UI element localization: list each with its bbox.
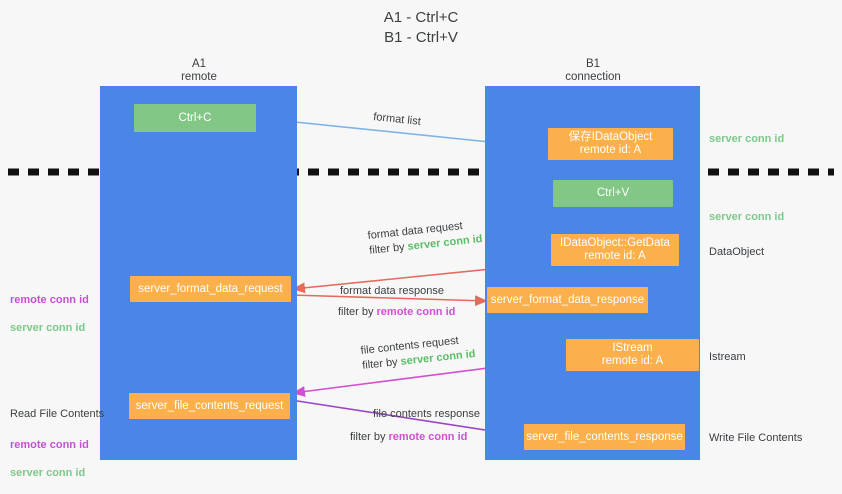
node-server-format-data-response[interactable]: server_format_data_response bbox=[487, 287, 648, 313]
annotation-conn-ids-format: remote conn id server conn id bbox=[10, 279, 89, 349]
edge-label-format-data-response-line1: format data response bbox=[340, 285, 444, 297]
annotation-read-file-contents-heading: Read File Contents bbox=[10, 408, 105, 420]
edge-label-format-list: format list bbox=[372, 110, 422, 130]
node-save-idataobject[interactable]: 保存IDataObject remote id: A bbox=[548, 128, 673, 160]
edge-label-file-contents-response-line2: filter by remote conn id bbox=[350, 431, 468, 443]
edge-label-file-contents-request: file contents request filter by server c… bbox=[360, 332, 476, 374]
lane-header-a1: A1 remote bbox=[181, 58, 217, 83]
edge-label-file-contents-response: file contents response filter by remote … bbox=[350, 407, 481, 445]
edge-label-file-contents-response-line1: file contents response bbox=[373, 408, 481, 420]
annotation-istream: Istream bbox=[709, 351, 746, 363]
edge-label-format-data-response-line2: filter by remote conn id bbox=[338, 306, 456, 318]
node-istream[interactable]: IStream remote id: A bbox=[566, 339, 699, 371]
filter-value-remote-conn-id: remote conn id bbox=[376, 306, 456, 318]
edge-label-format-data-request: format data request filter by server con… bbox=[367, 217, 483, 259]
node-server-file-contents-request[interactable]: server_file_contents_request bbox=[129, 393, 290, 419]
annotation-server-conn-id-top: server conn id bbox=[709, 133, 785, 145]
node-server-file-contents-response[interactable]: server_file_contents_response bbox=[524, 424, 685, 450]
node-ctrl-v[interactable]: Ctrl+V bbox=[553, 180, 673, 207]
annotation-read-file-contents: Read File Contents remote conn id server… bbox=[10, 393, 104, 494]
edge-label-format-data-response: format data response filter by remote co… bbox=[338, 284, 456, 320]
annotation-server-conn-id-2: server conn id bbox=[10, 467, 86, 479]
arrow-format-data-response bbox=[290, 294, 488, 307]
annotation-write-file-contents: Write File Contents bbox=[709, 432, 803, 444]
lane-header-b1: B1 connection bbox=[565, 58, 621, 83]
annotation-remote-conn-id-1: remote conn id bbox=[10, 294, 89, 306]
annotation-server-conn-id-second: server conn id bbox=[709, 211, 785, 223]
node-ctrl-c[interactable]: Ctrl+C bbox=[134, 104, 256, 132]
annotation-remote-conn-id-2: remote conn id bbox=[10, 439, 89, 451]
node-server-format-data-request[interactable]: server_format_data_request bbox=[130, 276, 291, 302]
edge-label-format-list-text: format list bbox=[372, 110, 422, 128]
annotation-server-conn-id-1: server conn id bbox=[10, 322, 86, 334]
node-idataobject-getdata[interactable]: IDataObject::GetData remote id: A bbox=[551, 234, 679, 266]
annotation-dataobject: DataObject bbox=[709, 246, 765, 258]
filter-value-remote-conn-id-2: remote conn id bbox=[388, 431, 468, 443]
page-title: A1 - Ctrl+C B1 - Ctrl+V bbox=[383, 9, 459, 46]
